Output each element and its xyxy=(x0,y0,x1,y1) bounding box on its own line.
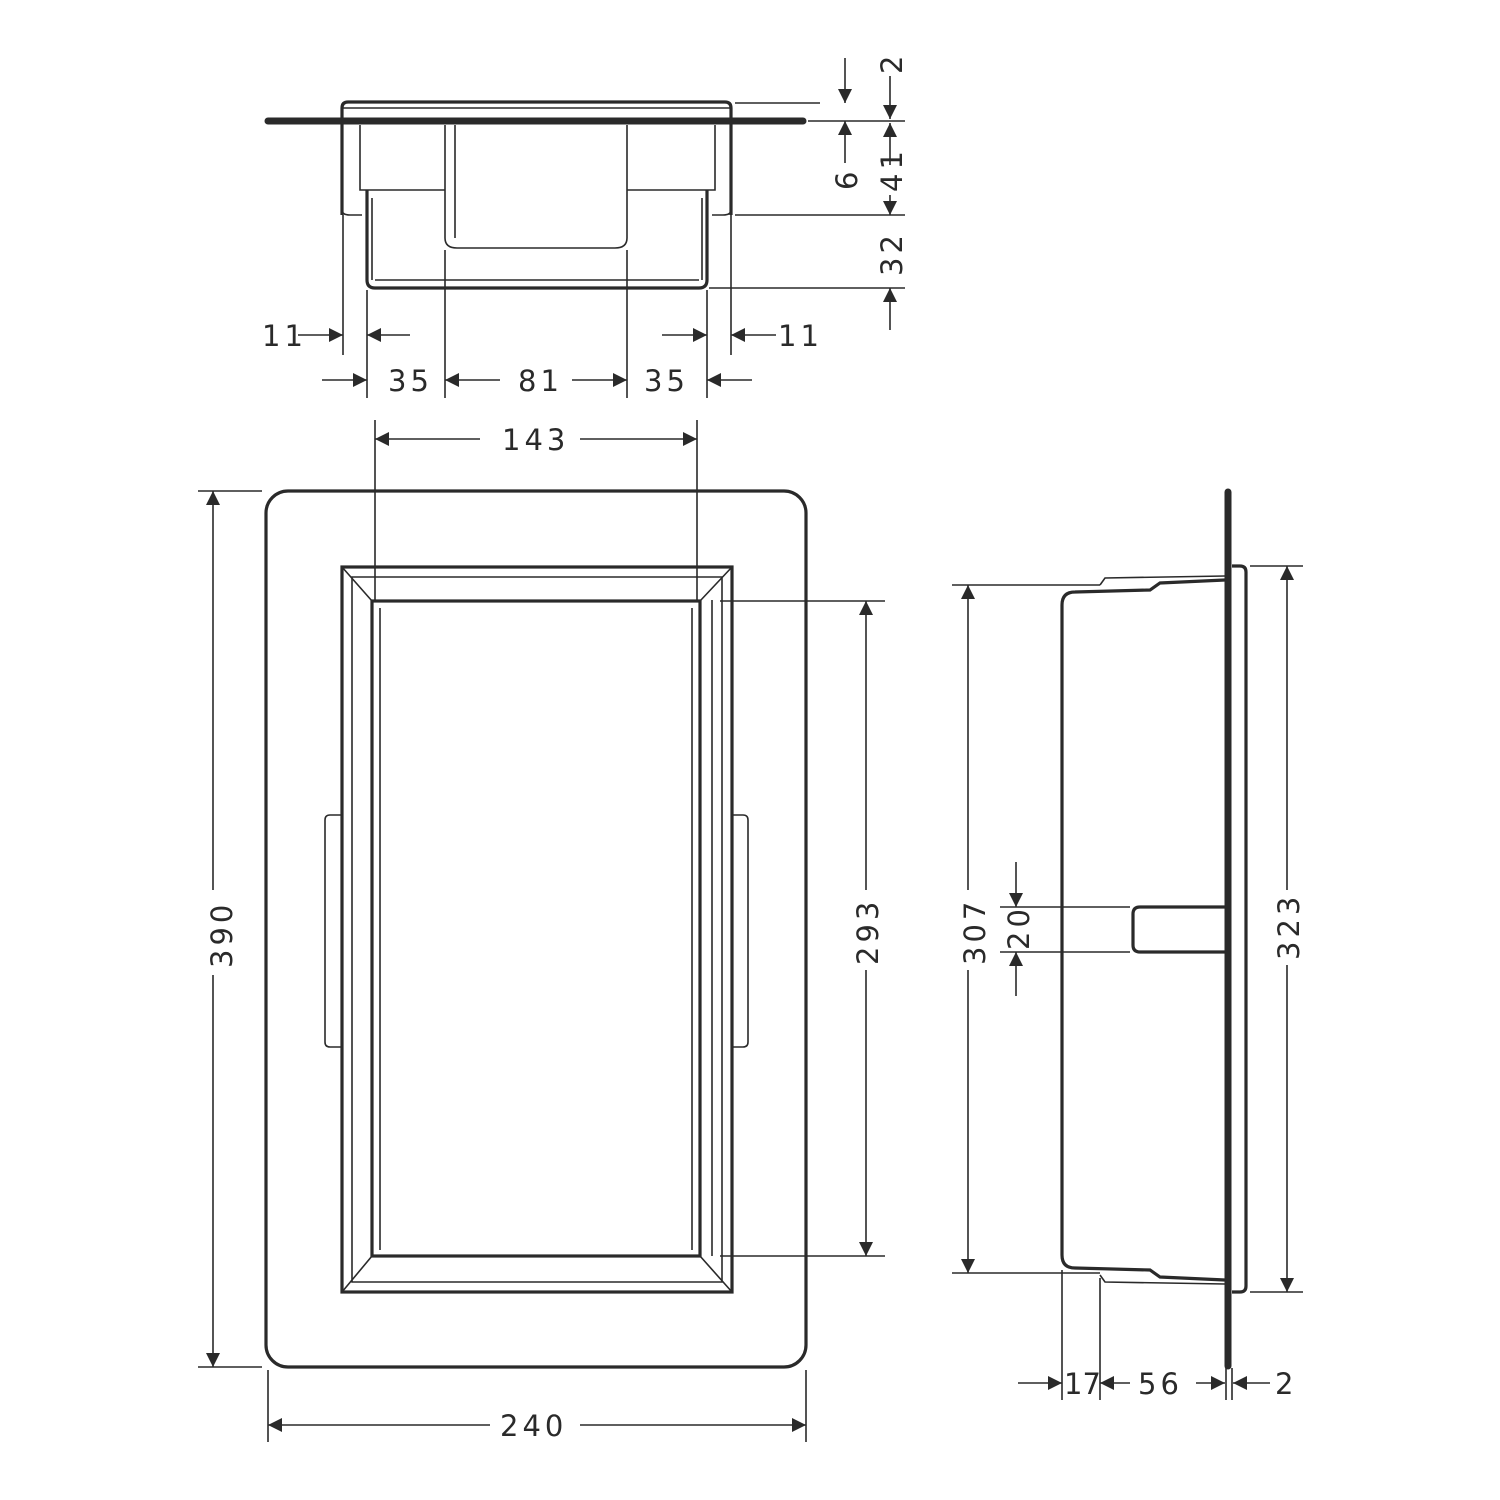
dim-label: 17 xyxy=(1064,1367,1101,1401)
dim-label: 56 xyxy=(1138,1367,1183,1401)
dim-label: 293 xyxy=(851,898,885,965)
niche-frame xyxy=(340,565,734,1294)
dim-label: 20 xyxy=(1002,905,1036,950)
body xyxy=(365,190,709,290)
flange xyxy=(1232,564,1248,1294)
side-view: 307 20 323 17 56 2 xyxy=(952,488,1306,1401)
dim-label: 2 xyxy=(875,52,909,74)
dim-label: 35 xyxy=(644,364,689,398)
shelf xyxy=(1131,905,1225,954)
dim-label: 323 xyxy=(1272,893,1306,960)
flange xyxy=(340,100,733,215)
outer-plate xyxy=(264,489,808,1369)
dim-label: 41 xyxy=(875,147,909,192)
dim-label: 32 xyxy=(875,231,909,276)
box-profile xyxy=(1060,578,1226,1282)
dim-label: 11 xyxy=(262,319,307,353)
dim-label: 307 xyxy=(958,898,992,965)
dim-label: 81 xyxy=(518,364,563,398)
dim-label: 2 xyxy=(1275,1367,1297,1401)
dim-label: 6 xyxy=(830,168,864,190)
dim-label: 143 xyxy=(502,423,569,457)
niche-back xyxy=(370,599,702,1258)
front-view: 143 390 240 293 xyxy=(198,420,885,1443)
top-view: 11 11 35 81 35 6 2 41 32 xyxy=(262,52,909,398)
dim-label: 390 xyxy=(205,901,239,968)
dim-label: 11 xyxy=(778,319,823,353)
dim-label: 240 xyxy=(500,1409,567,1443)
dim-label: 35 xyxy=(388,364,433,398)
